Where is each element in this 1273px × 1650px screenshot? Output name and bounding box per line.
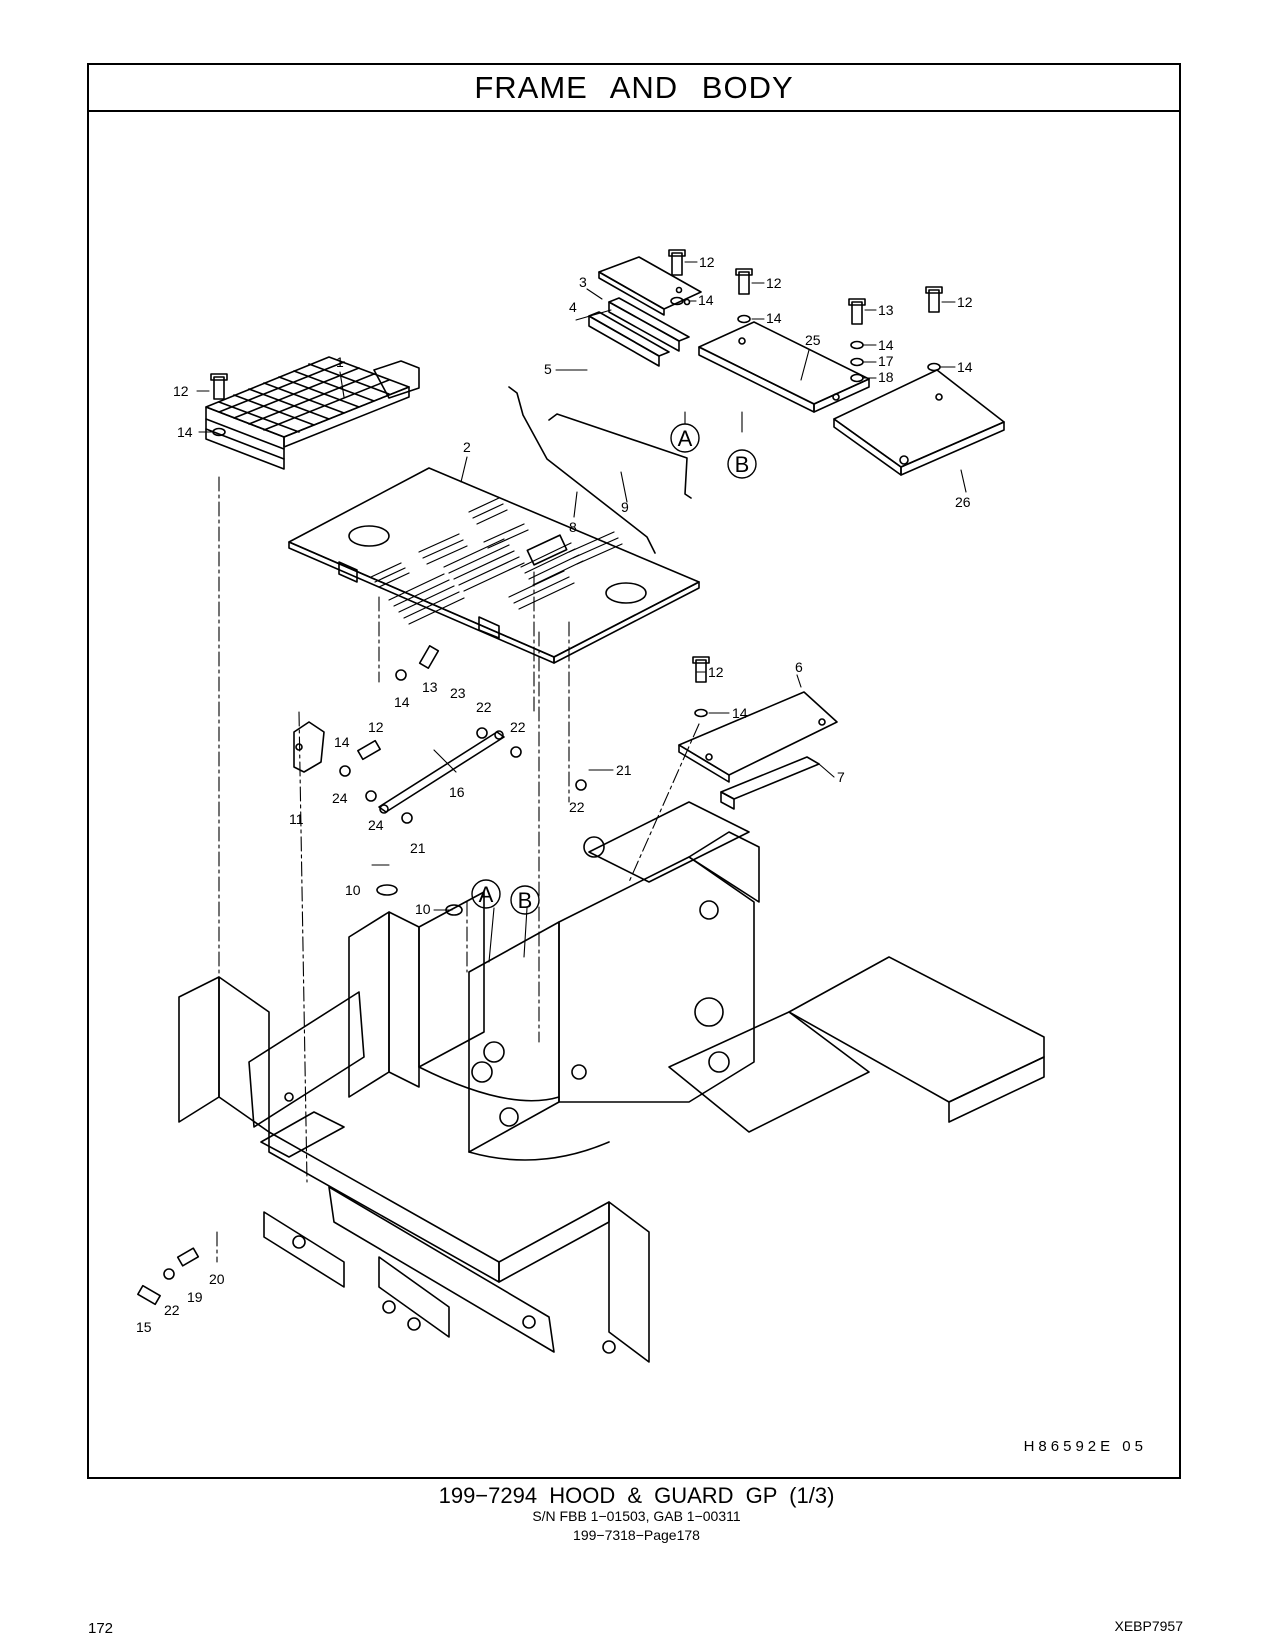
part-11-bracket (293, 721, 325, 773)
part-2-hood-plate (288, 467, 700, 664)
exploded-parts-diagram: 12 14 12 14 13 14 17 18 12 14 3 4 5 12 1… (136, 249, 1045, 1363)
callout-19: 19 (187, 1289, 203, 1305)
callout-20: 20 (209, 1271, 225, 1287)
drawing-code: H86592E 05 (1023, 1438, 1147, 1455)
caption-serial: S/N FBB 1−01503, GAB 1−00311 (532, 1508, 741, 1524)
ref-a: A (678, 426, 693, 451)
callout-13: 13 (422, 679, 438, 695)
part-26-plate (833, 369, 1005, 476)
fasteners (137, 249, 943, 1306)
document-id: XEBP7957 (1114, 1618, 1184, 1634)
part-25-plate (698, 321, 870, 413)
callout-26: 26 (955, 494, 971, 510)
callout-12: 12 (766, 275, 782, 291)
ref-circles (471, 423, 757, 915)
part-7-seal (720, 756, 820, 810)
page-number: 172 (88, 1620, 114, 1637)
callout-25: 25 (805, 332, 821, 348)
callout-18: 18 (878, 369, 894, 385)
leader-lines (196, 261, 967, 963)
callout-24: 24 (332, 790, 348, 806)
callout-14: 14 (698, 292, 714, 308)
callout-22: 22 (569, 799, 585, 815)
part-16-stay (378, 730, 505, 814)
callout-14: 14 (732, 705, 748, 721)
part-3-plate (598, 256, 702, 316)
callout-16: 16 (449, 784, 465, 800)
diagram-frame: FRAME AND BODY (87, 63, 1181, 1479)
callout-13: 13 (878, 302, 894, 318)
callout-12: 12 (699, 254, 715, 270)
callout-1: 1 (336, 354, 344, 370)
callout-5: 5 (544, 361, 552, 377)
callout-23: 23 (450, 685, 466, 701)
callout-22: 22 (164, 1302, 180, 1318)
callout-11: 11 (289, 811, 304, 827)
callout-21: 21 (410, 840, 426, 856)
part-6-plate (678, 691, 838, 783)
callout-22: 22 (510, 719, 526, 735)
callout-14: 14 (766, 310, 782, 326)
callout-14: 14 (957, 359, 973, 375)
callout-9: 9 (621, 499, 629, 515)
callout-14: 14 (334, 734, 350, 750)
part-5-seal (588, 311, 670, 367)
part-8-9-rods (508, 386, 692, 554)
callout-21: 21 (616, 762, 632, 778)
callout-22: 22 (476, 699, 492, 715)
callout-12: 12 (368, 719, 384, 735)
callout-14: 14 (878, 337, 894, 353)
callout-12: 12 (708, 664, 724, 680)
callout-17: 17 (878, 353, 894, 369)
ref-b: B (518, 888, 533, 913)
callout-12: 12 (957, 294, 973, 310)
callout-2: 2 (463, 439, 471, 455)
part-1-grating (205, 356, 420, 470)
callout-7: 7 (837, 769, 845, 785)
callout-4: 4 (569, 299, 577, 315)
callout-6: 6 (795, 659, 803, 675)
caption-reference: 199−7318−Page178 (573, 1527, 700, 1543)
caption-title: 199−7294 HOOD & GUARD GP (1/3) (438, 1483, 835, 1508)
ref-a: A (479, 882, 494, 907)
callout-3: 3 (579, 274, 587, 290)
main-frame (178, 801, 1045, 1363)
assembly-lines (216, 476, 700, 1263)
callout-14: 14 (177, 424, 193, 440)
callout-24: 24 (368, 817, 384, 833)
ref-b: B (735, 452, 750, 477)
callout-10: 10 (415, 901, 431, 917)
callout-12: 12 (173, 383, 189, 399)
page-title: FRAME AND BODY (474, 69, 794, 105)
callout-14: 14 (394, 694, 410, 710)
callout-10: 10 (345, 882, 361, 898)
callout-15: 15 (136, 1319, 152, 1335)
callout-8: 8 (569, 519, 577, 535)
title-bar: FRAME AND BODY (89, 65, 1179, 112)
part-4-seal (608, 297, 690, 352)
